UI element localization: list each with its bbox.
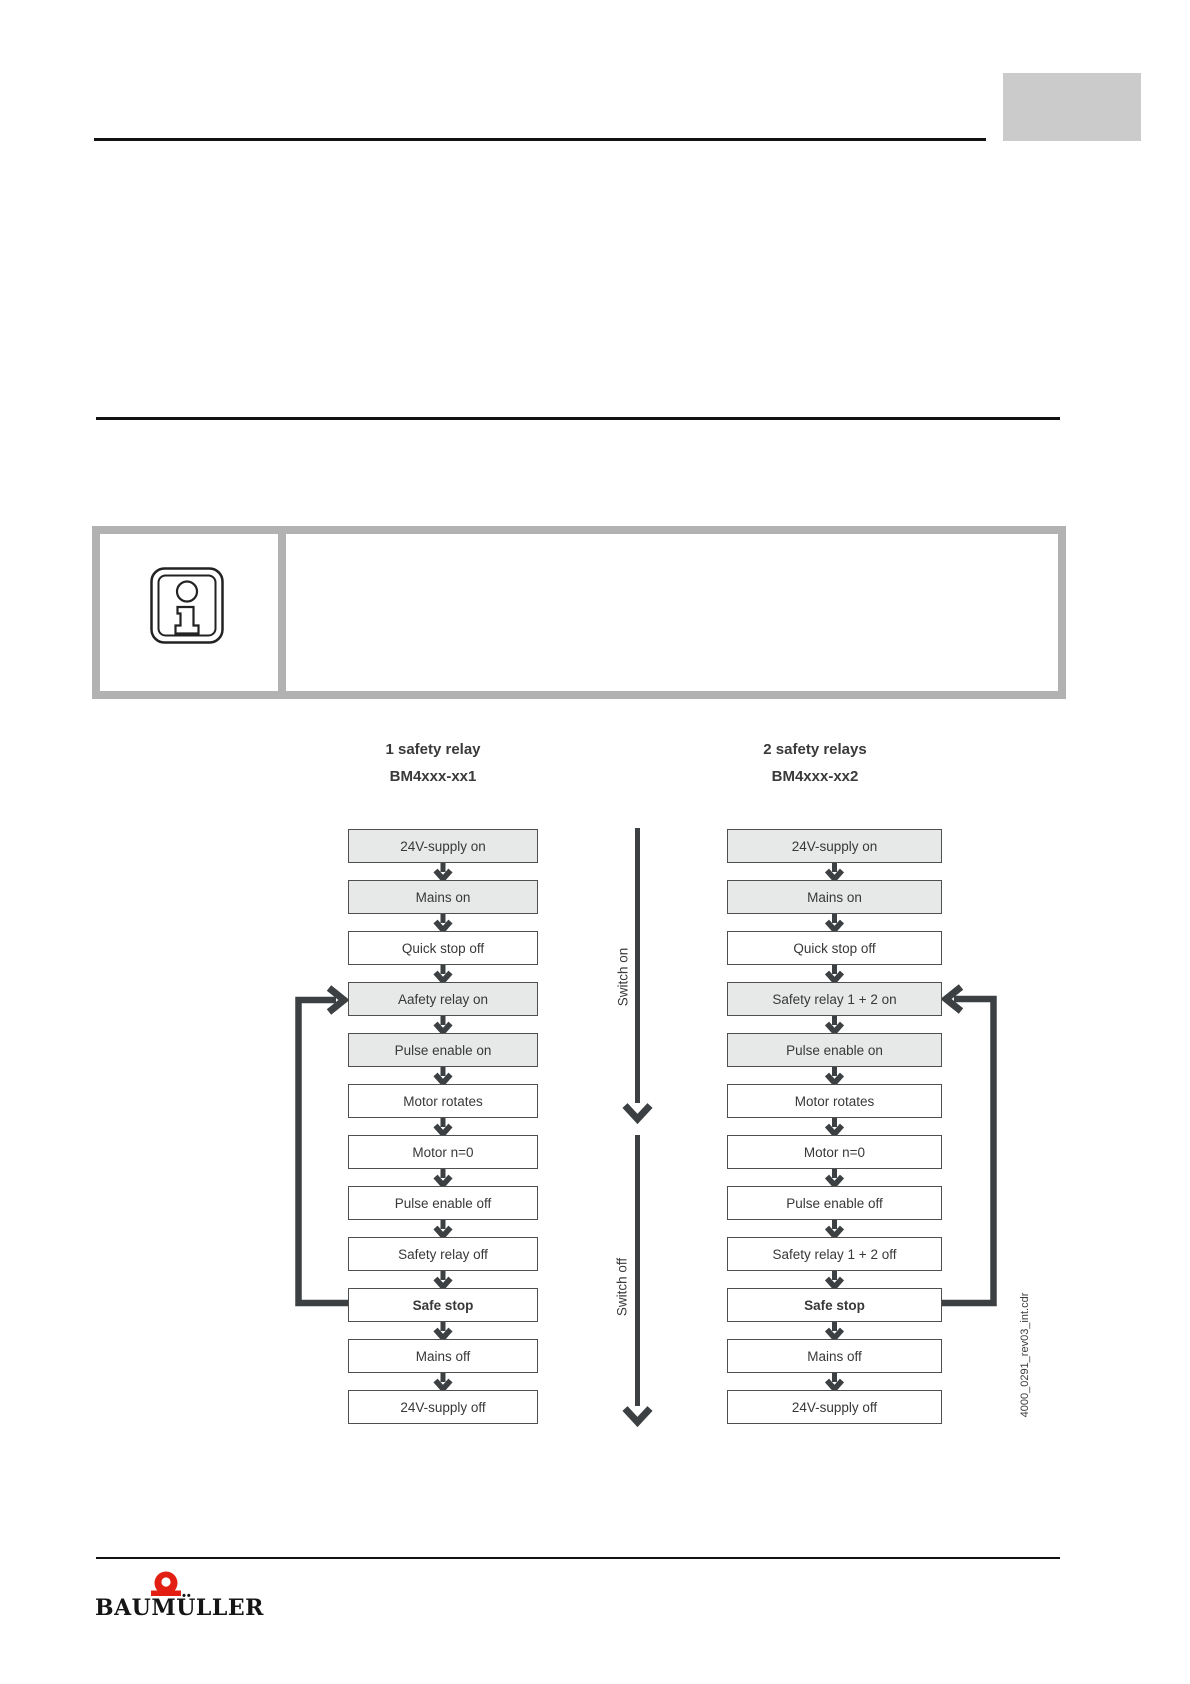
- flow-step: Safety relay off: [348, 1237, 538, 1271]
- step-arrow-head: [824, 1276, 845, 1292]
- switch-on-label: Switch on: [615, 947, 631, 1007]
- flow-step: 24V-supply on: [727, 829, 942, 863]
- step-arrow-head: [824, 1225, 845, 1241]
- switch-off-label: Switch off: [614, 1257, 630, 1317]
- step-arrow-head: [433, 970, 453, 986]
- footer-rule: [96, 1557, 1060, 1559]
- switch-off-arrow-head: [622, 1406, 653, 1428]
- step-arrow-head: [824, 1021, 845, 1037]
- step-arrow-head: [433, 868, 453, 884]
- column-subtitle-left: BM4xxx-xx1: [389, 768, 477, 785]
- step-arrow-head: [433, 1174, 453, 1190]
- step-arrow-head: [433, 1072, 453, 1088]
- step-arrow-head: [824, 919, 845, 935]
- step-arrow-head: [433, 1276, 453, 1292]
- flow-step: Mains off: [727, 1339, 942, 1373]
- note-divider: [278, 534, 286, 691]
- flow-step: Mains off: [348, 1339, 538, 1373]
- loop-arrow-right-head: [940, 984, 964, 1014]
- flow-step: Motor rotates: [727, 1084, 942, 1118]
- flow-step: Pulse enable off: [348, 1186, 538, 1220]
- flow-step: Quick stop off: [727, 931, 942, 965]
- step-arrow-head: [433, 1021, 453, 1037]
- flow-step: 24V-supply on: [348, 829, 538, 863]
- flow-step: Mains on: [348, 880, 538, 914]
- flow-step: Motor rotates: [348, 1084, 538, 1118]
- flow-step: Aafety relay on: [348, 982, 538, 1016]
- flow-step: Safety relay 1 + 2 off: [727, 1237, 942, 1271]
- note-box: [92, 526, 1066, 699]
- logo-text: BAUMÜLLER: [95, 1595, 264, 1621]
- flow-step: Pulse enable on: [727, 1033, 942, 1067]
- loop-arrow-right: [942, 995, 997, 1307]
- step-arrow-head: [433, 1123, 453, 1139]
- page-marker-box: [1003, 73, 1141, 141]
- file-caption: 4000_0291_rev03_int.cdr: [1019, 1292, 1031, 1418]
- step-arrow-head: [824, 1378, 845, 1394]
- flow-step: Quick stop off: [348, 931, 538, 965]
- flow-step: Motor n=0: [348, 1135, 538, 1169]
- step-arrow-head: [824, 868, 845, 884]
- column-title-right: 2 safety relays: [763, 741, 867, 758]
- flow-step: 24V-supply off: [348, 1390, 538, 1424]
- step-arrow-head: [824, 1327, 845, 1343]
- flow-step: Mains on: [727, 880, 942, 914]
- step-arrow-head: [824, 1174, 845, 1190]
- flow-step: Pulse enable on: [348, 1033, 538, 1067]
- step-arrow-head: [824, 1072, 845, 1088]
- logo-mark-icon: [151, 1571, 181, 1596]
- flow-step: Safe stop: [727, 1288, 942, 1322]
- step-arrow-head: [433, 1378, 453, 1394]
- step-arrow-head: [824, 970, 845, 986]
- flow-step: Motor n=0: [727, 1135, 942, 1169]
- note-content-cell: [286, 534, 1058, 691]
- section-rule: [96, 417, 1060, 420]
- step-arrow-head: [433, 919, 453, 935]
- step-arrow-head: [824, 1123, 845, 1139]
- step-arrow-head: [433, 1225, 453, 1241]
- column-title-left: 1 safety relay: [385, 741, 481, 758]
- loop-arrow-left-head: [326, 985, 350, 1015]
- flow-step: Pulse enable off: [727, 1186, 942, 1220]
- info-icon: [150, 567, 224, 644]
- column-subtitle-right: BM4xxx-xx2: [771, 768, 859, 785]
- header-rule: [94, 138, 986, 141]
- step-arrow-head: [433, 1327, 453, 1343]
- flow-step: Safe stop: [348, 1288, 538, 1322]
- flow-step: Safety relay 1 + 2 on: [727, 982, 942, 1016]
- loop-arrow-left: [295, 996, 348, 1307]
- switch-on-arrow-head: [622, 1103, 653, 1125]
- flow-step: 24V-supply off: [727, 1390, 942, 1424]
